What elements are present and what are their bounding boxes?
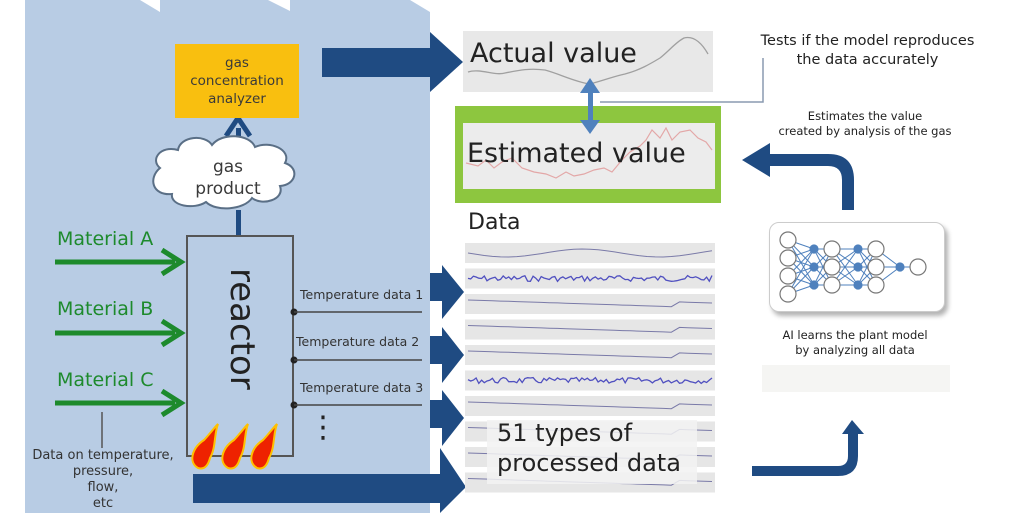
nn-node xyxy=(823,258,841,276)
compare-double-arrow xyxy=(580,78,600,134)
sensor-note-line: flow, xyxy=(87,480,119,495)
nn-node xyxy=(779,231,797,249)
neural-network-icon xyxy=(779,231,927,303)
gas-product-line: gas xyxy=(212,157,244,177)
material-b-arrow xyxy=(55,318,186,348)
temperature-line-3 xyxy=(290,401,422,409)
data-series-trace xyxy=(467,248,713,258)
nn-node xyxy=(853,280,863,290)
data-heading: Data xyxy=(468,210,521,235)
nn-node xyxy=(779,267,797,285)
nn-node xyxy=(823,240,841,258)
nn-node xyxy=(895,262,905,272)
sensor-note-line: Data on temperature, xyxy=(32,448,174,463)
data-series-trace xyxy=(467,299,713,308)
arrow-temp2-to-data xyxy=(430,327,464,383)
nn-node xyxy=(779,285,797,303)
temperature-label-1: Temperature data 1 xyxy=(300,287,424,302)
analyzer-label-line: analyzer xyxy=(208,91,266,107)
gas-concentration-analyzer: gas concentration analyzer xyxy=(175,44,299,118)
processed-data-label: 51 types of processed data xyxy=(497,418,707,478)
nn-node xyxy=(867,240,885,258)
arrow-analyzer-to-actual xyxy=(322,32,463,92)
tests-note-leader xyxy=(600,58,764,103)
data-series-trace xyxy=(467,401,713,410)
estimates-note: Estimates the value created by analysis … xyxy=(760,109,970,139)
reactor-gas-pipe xyxy=(236,210,241,236)
arrow-data-to-ai xyxy=(752,420,864,476)
estimated-value-trace xyxy=(465,126,713,179)
data-series-trace xyxy=(467,376,713,385)
analyzer-label-line: gas xyxy=(225,55,249,71)
processed-data-line: processed data xyxy=(497,449,681,477)
data-series-trace xyxy=(467,325,713,333)
nn-node xyxy=(867,258,885,276)
nn-node xyxy=(779,249,797,267)
data-strip xyxy=(465,268,715,289)
sensor-note-line: etc xyxy=(92,496,114,511)
tests-note: Tests if the model reproduces the data a… xyxy=(740,32,995,70)
material-a-label: Material A xyxy=(57,228,154,250)
nn-node xyxy=(809,280,819,290)
gas-product-line: product xyxy=(195,179,261,199)
flame-icon xyxy=(191,423,219,470)
roof-notch-1 xyxy=(140,0,160,12)
processed-data-line: 51 types of xyxy=(497,419,633,447)
flame-icon xyxy=(221,423,249,470)
temperature-label-3: Temperature data 3 xyxy=(300,380,424,395)
sensor-note-line: pressure, xyxy=(72,464,134,479)
temperature-line-2 xyxy=(290,356,422,364)
ai-learns-note-line: AI learns the plant model xyxy=(782,328,928,342)
material-b-label: Material B xyxy=(57,298,154,320)
temperature-label-2: Temperature data 2 xyxy=(296,334,420,349)
ai-model-box xyxy=(769,222,945,312)
estimates-note-line: Estimates the value xyxy=(807,109,923,123)
analyzer-label-line: concentration xyxy=(190,73,284,89)
ai-learns-note-line: by analyzing all data xyxy=(795,343,915,357)
ai-learns-note: AI learns the plant model by analyzing a… xyxy=(750,328,960,358)
nn-node xyxy=(853,262,863,272)
flame-icon xyxy=(250,423,278,470)
arrow-sensors-to-data xyxy=(193,448,466,513)
actual-value-trace xyxy=(467,36,709,85)
arrow-temp1-to-data xyxy=(430,265,464,319)
blank-caption-strip xyxy=(762,365,950,392)
material-c-arrow xyxy=(55,388,186,418)
nn-node xyxy=(823,276,841,294)
nn-node xyxy=(853,244,863,254)
data-strip xyxy=(465,243,715,263)
material-a-arrow xyxy=(55,247,186,277)
more-data-ellipsis: ⋮ xyxy=(308,410,338,445)
estimates-note-line: created by analysis of the gas xyxy=(778,124,952,138)
reactor-label: reactor xyxy=(222,268,262,390)
nn-connection xyxy=(787,248,815,295)
estimated-value-label: Estimated value xyxy=(467,138,686,169)
cloud-icon xyxy=(152,135,296,210)
plant-building xyxy=(25,0,430,513)
material-c-label: Material C xyxy=(57,369,154,391)
tests-note-line: the data accurately xyxy=(796,52,939,68)
arrow-temp3-to-data xyxy=(430,390,464,446)
nn-node xyxy=(809,262,819,272)
temperature-line-1 xyxy=(290,308,422,316)
data-series-trace xyxy=(467,350,713,359)
roof-notch-2 xyxy=(268,0,290,11)
nn-node xyxy=(867,276,885,294)
nn-node xyxy=(909,258,927,276)
actual-value-label: Actual value xyxy=(470,38,637,69)
arrow-ai-to-estimate xyxy=(742,143,854,210)
sensor-data-note: Data on temperature, pressure, flow, etc xyxy=(18,448,188,512)
roof-notch-3 xyxy=(410,0,430,12)
estimated-value-panel xyxy=(463,123,715,189)
tests-note-line: Tests if the model reproduces xyxy=(760,33,975,49)
gas-product-label: gas product xyxy=(178,156,278,200)
processed-data-overlay xyxy=(487,420,697,484)
nn-node xyxy=(809,244,819,254)
data-series-trace xyxy=(467,274,713,283)
